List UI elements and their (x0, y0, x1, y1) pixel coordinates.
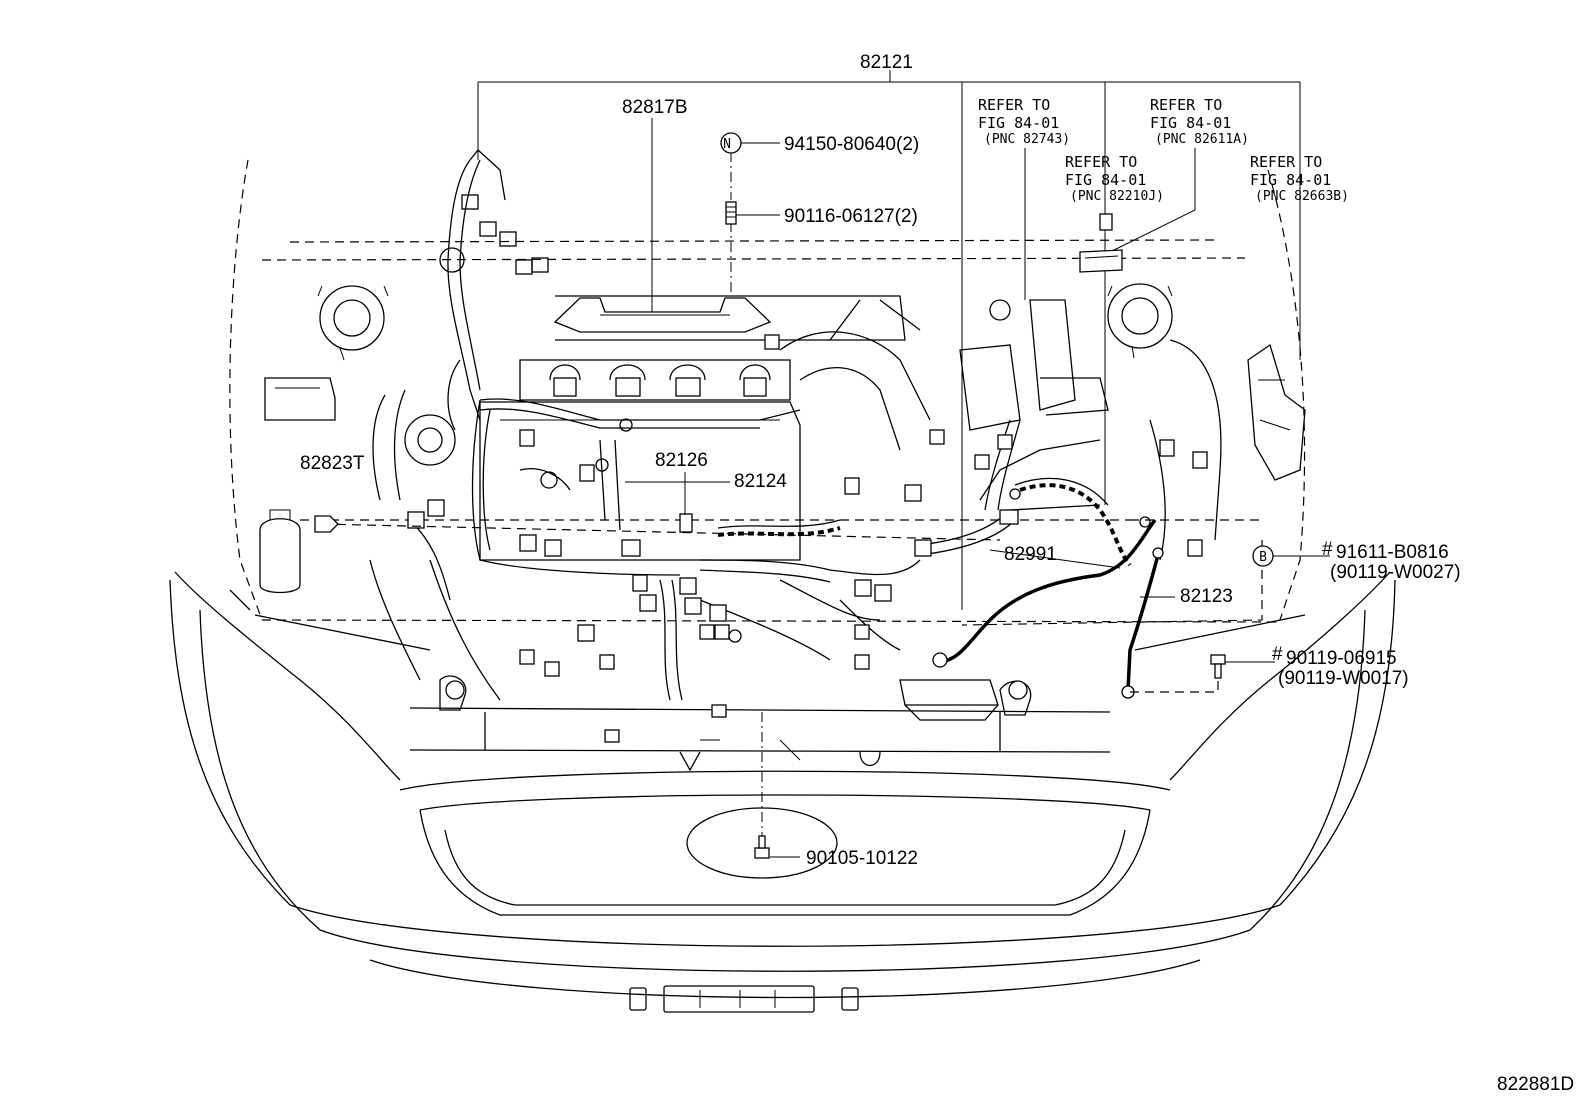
nut-marker-letter: N (723, 137, 731, 152)
label-82121: 82121 (860, 52, 913, 73)
svg-text:FIG 84-01: FIG 84-01 (1250, 171, 1331, 189)
car-body-outline (169, 159, 1396, 1013)
svg-text:(PNC 82210J): (PNC 82210J) (1070, 189, 1164, 204)
label-bolt-front: 90105-10122 (806, 848, 918, 869)
label-82991: 82991 (1004, 544, 1057, 565)
label-82823t: 82823T (300, 453, 365, 474)
stud-icon (725, 201, 737, 225)
figure-id: 822881D (1497, 1074, 1574, 1095)
bolt-marker-icon (1252, 545, 1274, 567)
label-bolt-lower-hash: # (1272, 644, 1283, 665)
main-wire-harness (407, 149, 1208, 743)
svg-text:REFER TO: REFER TO (1150, 96, 1222, 114)
relay-icon (1079, 249, 1123, 273)
cap-icon (314, 515, 339, 533)
label-82123: 82123 (1180, 586, 1233, 607)
svg-text:REFER TO: REFER TO (978, 96, 1050, 114)
refer-note-82611a: REFER TO FIG 84-01 (PNC 82611A) (1150, 96, 1249, 147)
svg-text:FIG 84-01: FIG 84-01 (1150, 114, 1231, 132)
label-82126: 82126 (655, 450, 708, 471)
svg-text:(PNC 82663B): (PNC 82663B) (1255, 189, 1349, 204)
bolt-marker-letter: B (1259, 550, 1267, 565)
front-bolt-icon (754, 835, 770, 859)
svg-text:(PNC 82743): (PNC 82743) (984, 132, 1070, 147)
refer-note-82663b: REFER TO FIG 84-01 (PNC 82663B) (1250, 153, 1349, 204)
nut-marker-icon (720, 132, 742, 154)
bolt-icon (1210, 654, 1226, 679)
refer-notes: REFER TO FIG 84-01 (PNC 82743) REFER TO … (978, 96, 1349, 204)
sensor-icon (1099, 213, 1113, 231)
svg-text:(PNC 82611A): (PNC 82611A) (1155, 132, 1249, 147)
svg-text:FIG 84-01: FIG 84-01 (1065, 171, 1146, 189)
label-stud: 90116-06127(2) (784, 206, 918, 227)
label-bolt-b: 91611-B0816 (1336, 542, 1449, 563)
label-82817b: 82817B (622, 97, 688, 118)
label-bolt-lower-alt: (90119-W0017) (1278, 668, 1409, 689)
ignition-coils (549, 364, 771, 397)
label-bolt-b-hash: # (1322, 539, 1333, 560)
svg-text:REFER TO: REFER TO (1065, 153, 1137, 171)
part-labels: 82121 82817B N 94150-80640(2) 90116-0612… (300, 52, 1574, 1095)
refer-note-82743: REFER TO FIG 84-01 (PNC 82743) (978, 96, 1070, 147)
svg-text:REFER TO: REFER TO (1250, 153, 1322, 171)
label-bolt-b-alt: (90119-W0027) (1330, 562, 1461, 583)
label-bolt-lower: 90119-06915 (1286, 648, 1397, 669)
refer-note-82210j: REFER TO FIG 84-01 (PNC 82210J) (1065, 153, 1164, 204)
label-nut: 94150-80640(2) (784, 134, 919, 155)
heavy-cables (717, 477, 1164, 699)
callout-lines (321, 70, 1330, 858)
fasteners (314, 132, 1274, 859)
label-82124: 82124 (734, 471, 787, 492)
svg-text:FIG 84-01: FIG 84-01 (978, 114, 1059, 132)
